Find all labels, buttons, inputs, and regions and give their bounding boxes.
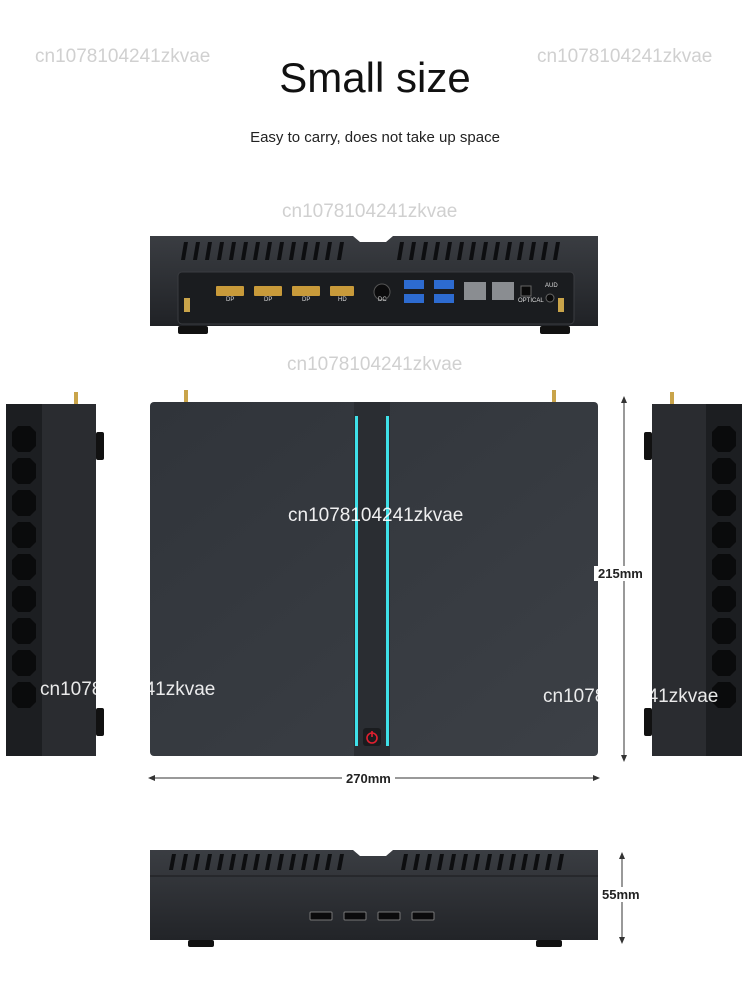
usb-port <box>434 294 454 303</box>
dp-port-2 <box>254 286 282 296</box>
front-view-image <box>150 850 598 947</box>
usb-port <box>404 294 424 303</box>
watermark-upper-middle: cn1078104241zkvae <box>282 201 458 222</box>
watermark-center: cn1078104241zkvae <box>288 505 464 526</box>
port-label-aud: AUD <box>545 283 558 289</box>
port-label-dp-3: DP <box>302 297 311 303</box>
front-usb-port <box>411 911 435 921</box>
watermark-top-left: cn1078104241zkvae <box>35 46 211 67</box>
port-label-dc: DC <box>378 297 387 303</box>
right-side-view-image <box>644 392 742 756</box>
rear-vent-slots <box>181 242 560 260</box>
main-view-image <box>150 390 598 756</box>
optical-port <box>520 285 532 297</box>
front-usb-port <box>377 911 401 921</box>
port-label-dp-1: DP <box>226 297 235 303</box>
dp-port-1 <box>216 286 244 296</box>
port-label-dp-2: DP <box>264 297 273 303</box>
height-dimension-label: 215mm <box>594 566 647 581</box>
page-subtitle: Easy to carry, does not take up space <box>250 129 500 146</box>
lan-port <box>464 282 486 300</box>
front-usb-port <box>309 911 333 921</box>
rear-view-image <box>150 236 598 334</box>
usb-port <box>404 280 424 289</box>
port-label-hd: HD <box>338 297 347 303</box>
width-dimension-label: 270mm <box>342 771 395 786</box>
watermark-right: cn1078104241zkvae <box>543 686 719 707</box>
depth-dimension-label: 55mm <box>598 887 644 902</box>
accent-light-left <box>355 416 358 746</box>
dp-port-3 <box>292 286 320 296</box>
left-side-view-image <box>6 392 104 756</box>
audio-port <box>545 293 555 303</box>
lan-port <box>492 282 514 300</box>
front-usb-port <box>343 911 367 921</box>
watermark-top-right: cn1078104241zkvae <box>537 46 713 67</box>
usb-port <box>434 280 454 289</box>
dc-port <box>373 283 391 301</box>
accent-light-right <box>386 416 389 746</box>
port-label-optical: OPTICAL <box>518 298 544 304</box>
watermark-middle: cn1078104241zkvae <box>287 354 463 375</box>
hdmi-port <box>330 286 354 296</box>
page-title: Small size <box>279 54 471 101</box>
watermark-left: cn1078104241zkvae <box>40 679 216 700</box>
